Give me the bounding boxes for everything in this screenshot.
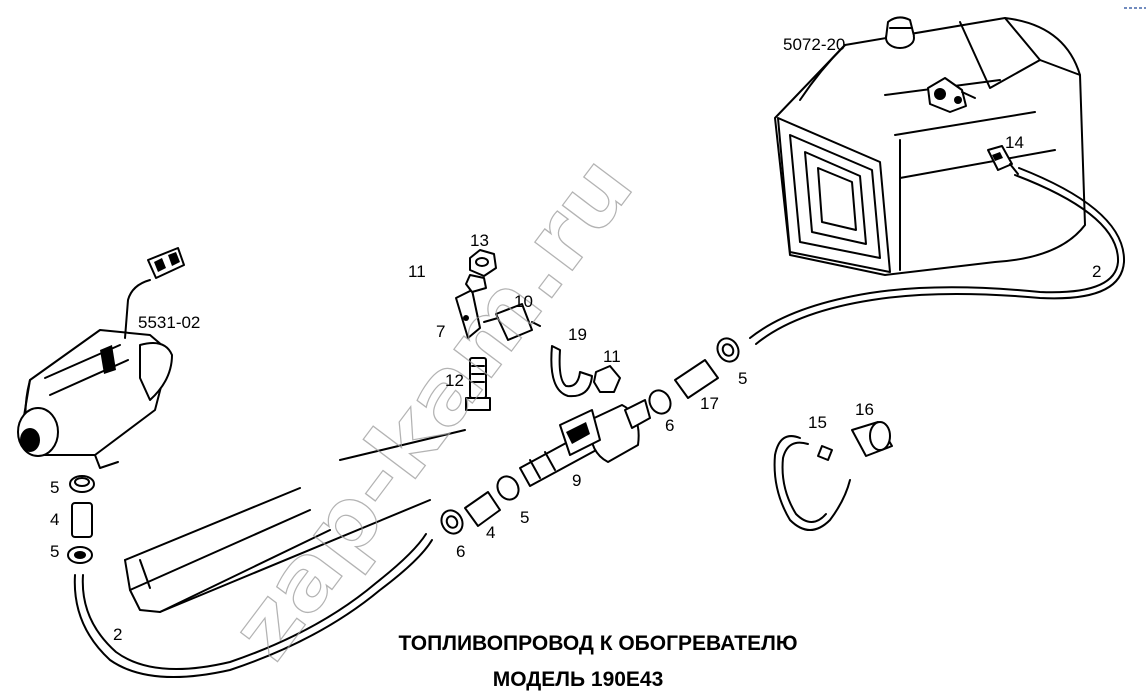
label-part-5-top: 5 xyxy=(50,478,59,497)
label-part-19: 19 xyxy=(568,325,587,344)
fuel-line-upper xyxy=(749,174,1120,339)
label-part-7: 7 xyxy=(436,322,445,341)
watermark: zap-kam.ru xyxy=(212,138,653,677)
diagram-title-line1: ТОПЛИВОПРОВОД К ОБОГРЕВАТЕЛЮ xyxy=(399,632,798,655)
cable-tie-15 xyxy=(773,435,851,531)
label-part-11-left: 11 xyxy=(408,262,426,281)
label-part-5-bottom: 5 xyxy=(50,542,59,561)
label-part-14: 14 xyxy=(1005,133,1024,152)
label-part-6-left: 6 xyxy=(456,542,465,561)
hose-17 xyxy=(674,359,719,399)
label-tank: 5072-20 xyxy=(783,35,845,54)
diagram-title-line2: МОДЕЛЬ 190E43 xyxy=(493,668,664,691)
label-part-13: 13 xyxy=(470,231,489,250)
heater-connection-parts xyxy=(67,475,95,564)
label-part-4-left: 4 xyxy=(50,510,59,529)
label-part-6-right: 6 xyxy=(665,416,674,435)
label-part-2-upper: 2 xyxy=(1092,262,1101,281)
mounting-rail xyxy=(124,429,466,613)
label-part-9: 9 xyxy=(572,471,581,490)
label-part-2-lower: 2 xyxy=(113,625,122,644)
label-part-4-mid: 4 xyxy=(486,523,495,542)
fuel-tank xyxy=(774,16,1086,276)
fuel-pump-9 xyxy=(519,399,651,487)
fuel-line-lower xyxy=(73,539,433,679)
grommet-16 xyxy=(851,421,893,457)
label-part-10: 10 xyxy=(514,292,533,311)
hose-clamps xyxy=(440,337,740,535)
label-part-12: 12 xyxy=(445,371,464,390)
label-heater: 5531-02 xyxy=(138,313,200,332)
bracket-parts xyxy=(455,249,621,411)
hose-4 xyxy=(464,491,501,527)
heater-unit xyxy=(17,247,185,469)
label-part-15: 15 xyxy=(808,413,827,432)
label-part-16: 16 xyxy=(855,400,874,419)
label-part-11-right: 11 xyxy=(603,347,621,366)
part-labels: 5072-20 5531-02 14 2 13 11 10 7 19 11 12… xyxy=(50,35,1101,644)
tank-fitting-14 xyxy=(987,145,1019,175)
label-part-17: 17 xyxy=(700,394,719,413)
label-part-5-mid: 5 xyxy=(520,508,529,527)
label-part-5-right: 5 xyxy=(738,369,747,388)
